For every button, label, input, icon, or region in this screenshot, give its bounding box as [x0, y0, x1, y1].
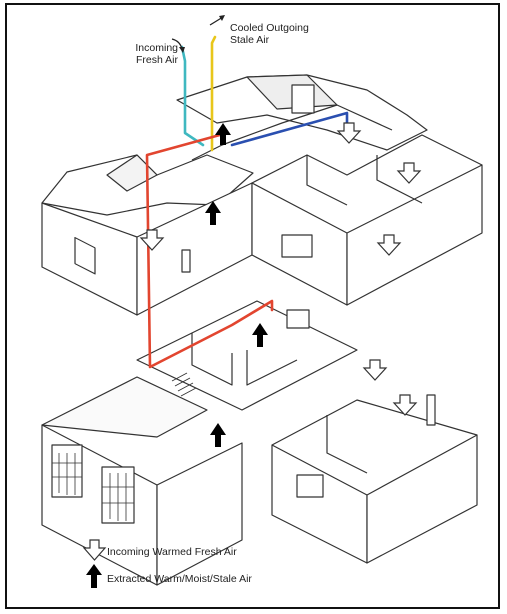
legend-extract-text: Extracted Warm/Moist/Stale Air — [107, 573, 252, 585]
solid-up-arrow-icon — [86, 564, 102, 588]
upper-partition-3 — [307, 155, 347, 205]
lower-wall-right-front — [272, 445, 367, 563]
diagram-frame: Incoming Fresh Air Cooled Outgoing Stale… — [5, 3, 500, 609]
incoming-fresh-air-label: Incoming Fresh Air — [114, 42, 178, 66]
window-upper-3 — [282, 235, 312, 257]
hollow-down-arrow-icon — [398, 163, 420, 183]
lower-right-top — [272, 400, 477, 445]
window-upper-4 — [292, 85, 314, 113]
solid-up-arrow-icon — [215, 123, 231, 145]
legend-supply-text: Incoming Warmed Fresh Air — [107, 546, 237, 558]
solid-up-arrow-icon — [210, 423, 226, 447]
house-ventilation-diagram — [7, 5, 502, 611]
window-lower-3 — [427, 395, 435, 425]
upper-wall-right-side — [347, 165, 482, 305]
window-lower-1 — [287, 310, 309, 328]
upper-partition-4 — [377, 155, 422, 203]
cooled-outgoing-stale-air-label: Cooled Outgoing Stale Air — [230, 22, 340, 46]
window-lower-2 — [297, 475, 323, 497]
lower-wall-garage-side — [157, 443, 242, 585]
lower-right-partition — [327, 415, 367, 473]
pointer-arrowhead — [219, 15, 225, 21]
lower-wall-right-side — [367, 435, 477, 563]
window-upper-2 — [182, 250, 190, 272]
hollow-down-arrow-icon — [364, 360, 386, 380]
lower-wall-garage-top — [42, 377, 207, 437]
